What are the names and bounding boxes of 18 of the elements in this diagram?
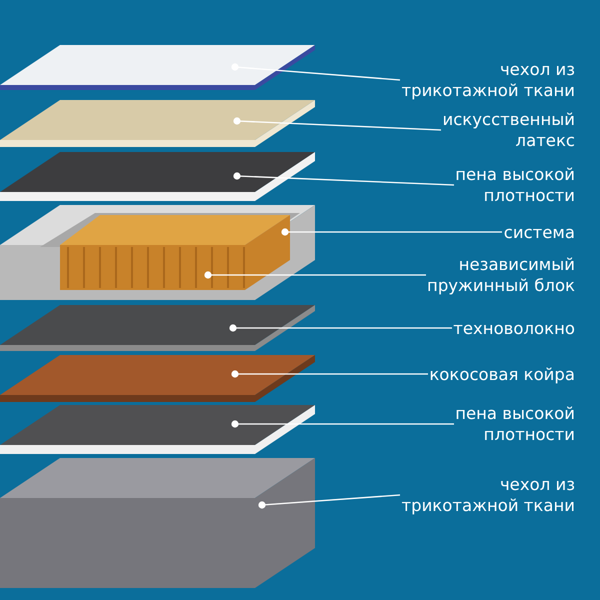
leader-line <box>231 420 454 428</box>
leader-line <box>281 228 502 236</box>
layer-label: чехол из трикотажной ткани <box>400 474 575 516</box>
layer-label: независимый пружинный блок <box>426 254 575 296</box>
layer-label: кокосовая койра <box>428 364 575 384</box>
leader-line <box>258 494 400 509</box>
layer-label: техноволокно <box>452 318 575 338</box>
layer-label: система <box>502 222 575 242</box>
leader-line <box>229 324 452 332</box>
leader-line <box>231 370 428 378</box>
layer-label: искусственный латекс <box>441 109 575 151</box>
leader-line <box>204 271 426 279</box>
leader-line <box>233 172 454 186</box>
leader-line <box>233 117 442 131</box>
layer-label: чехол из трикотажной ткани <box>400 59 575 101</box>
layer-label: пена высокой плотности <box>454 164 575 206</box>
layer-label: пена высокой плотности <box>454 403 575 445</box>
leader-line <box>231 63 400 81</box>
